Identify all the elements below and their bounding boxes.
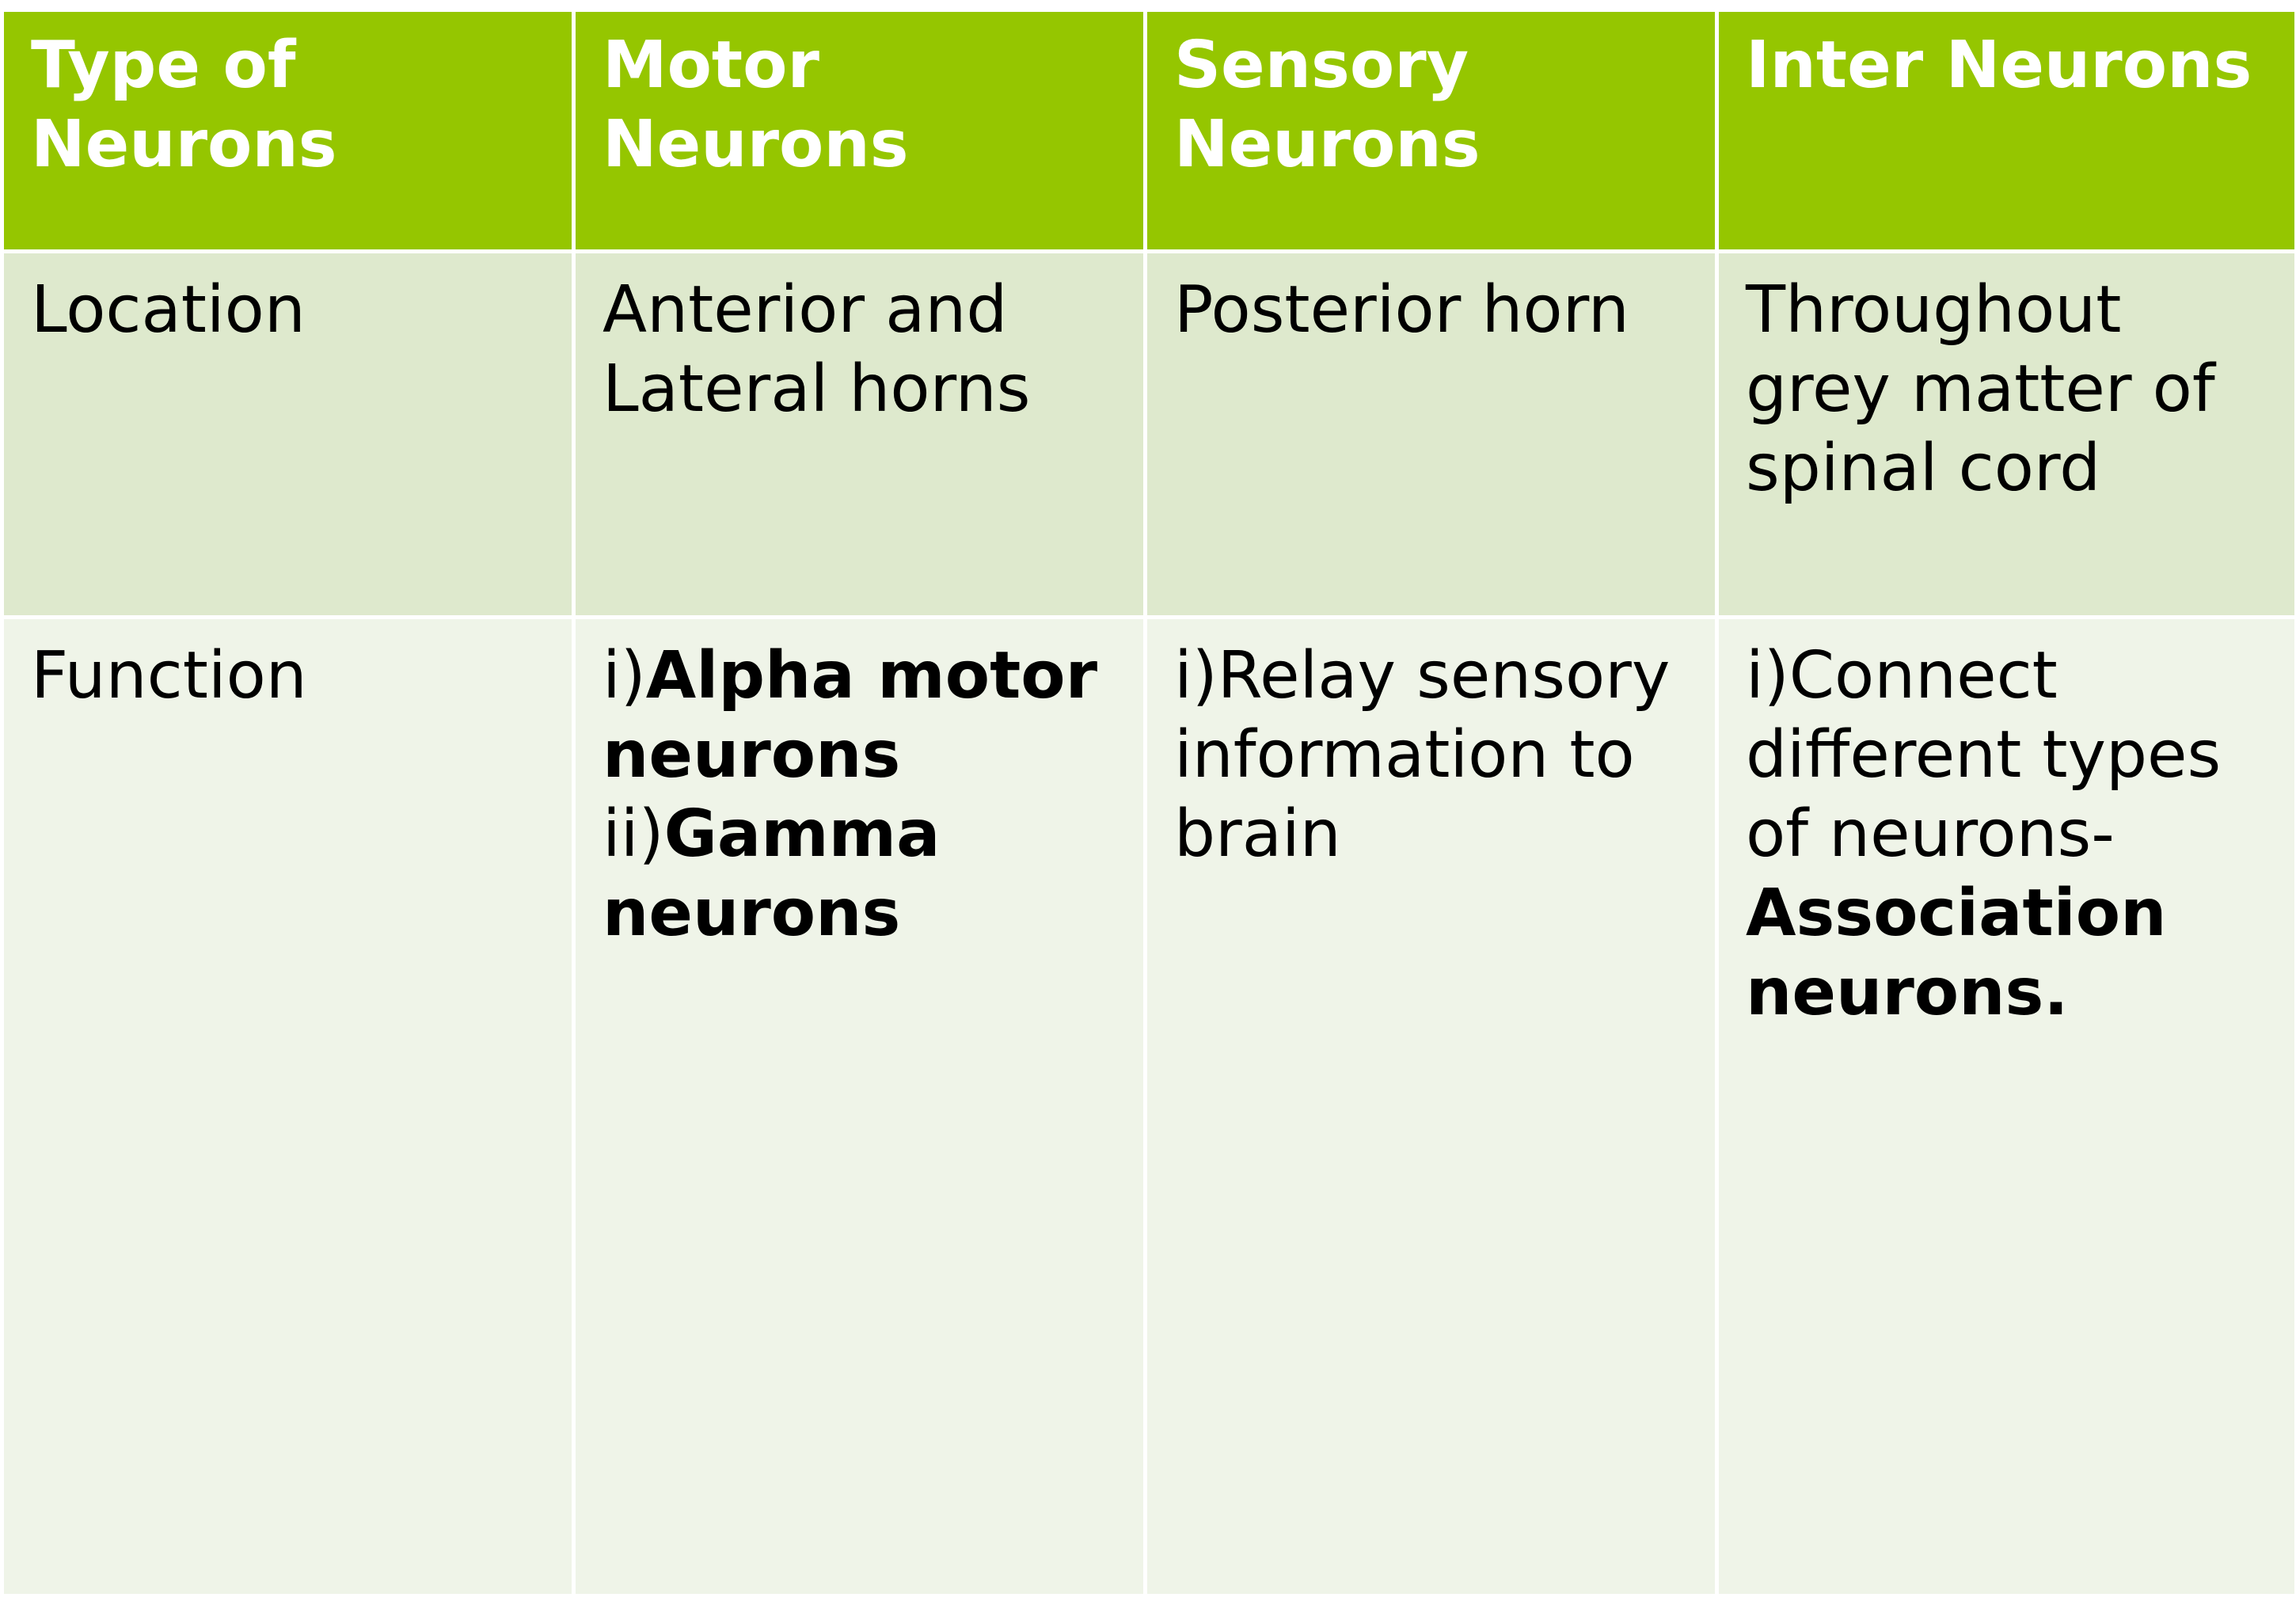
location-label: Location [0, 249, 576, 619]
function-motor-item1-prefix: i) [603, 638, 646, 713]
header-inter-neurons: Inter Neurons [1715, 8, 2296, 253]
header-sensory-neurons: Sensory Neurons [1143, 8, 1719, 253]
function-label: Function [0, 615, 576, 1598]
location-motor: Anterior and Lateral horns [572, 249, 1147, 619]
function-inter: i)Connect different types of neurons- As… [1715, 615, 2296, 1598]
function-row: Function i)Alpha motor neurons ii)Gamma … [0, 615, 2296, 1598]
function-motor-item2-text: Gamma neurons [603, 797, 941, 951]
function-motor: i)Alpha motor neurons ii)Gamma neurons [572, 615, 1147, 1598]
location-sensory: Posterior horn [1143, 249, 1719, 619]
location-row: Location Anterior and Lateral horns Post… [0, 249, 2296, 619]
header-type-of-neurons: Type of Neurons [0, 8, 576, 253]
location-inter: Throughout grey matter of spinal cord [1715, 249, 2296, 619]
function-motor-item1-text: Alpha motor neurons [603, 638, 1098, 793]
header-row: Type of Neurons Motor Neurons Sensory Ne… [0, 8, 2296, 253]
neuron-types-table: Type of Neurons Motor Neurons Sensory Ne… [0, 8, 2296, 1598]
function-inter-bold: Association neurons. [1746, 876, 2167, 1030]
function-sensory: i)Relay sensory information to brain [1143, 615, 1719, 1598]
header-motor-neurons: Motor Neurons [572, 8, 1147, 253]
function-inter-text: i)Connect different types of neurons- [1746, 638, 2222, 872]
function-motor-item2-prefix: ii) [603, 797, 664, 872]
